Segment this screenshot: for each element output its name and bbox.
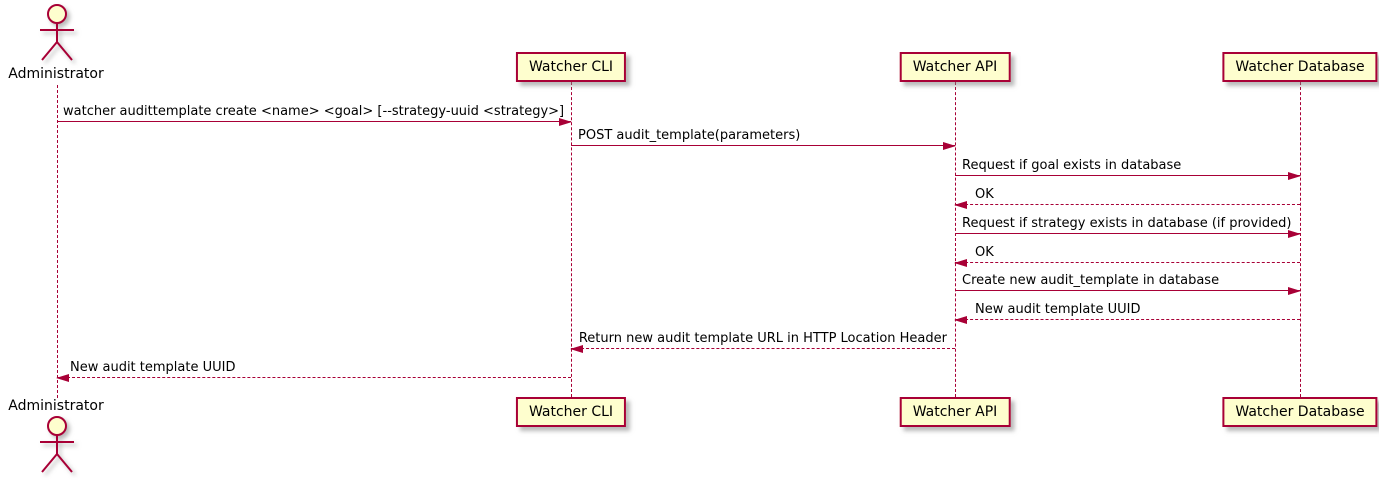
arrowhead-icon (1288, 287, 1301, 295)
participant-label: Watcher CLI (528, 404, 614, 420)
participant-box-watcher-api-top: Watcher API (899, 52, 1011, 82)
message-7: Create new audit_template in database (955, 269, 1301, 295)
actor-icon-top (40, 4, 74, 61)
message-4: OK (954, 183, 1300, 209)
message-1: watcher audittemplate create <name> <goa… (57, 100, 572, 126)
arrowhead-icon (56, 374, 69, 382)
message-label: Return new audit template URL in HTTP Lo… (578, 331, 947, 346)
participant-box-watcher-database-bottom: Watcher Database (1222, 397, 1378, 427)
message-6: OK (954, 241, 1300, 267)
participant-label: Watcher Database (1235, 59, 1365, 75)
message-line (955, 233, 1300, 234)
message-8: New audit template UUID (954, 298, 1300, 324)
actor-label-top: Administrator (8, 66, 104, 82)
message-label: POST audit_template(parameters) (578, 128, 801, 143)
actor-label-bottom: Administrator (8, 398, 104, 414)
message-label: watcher audittemplate create <name> <goa… (63, 104, 565, 119)
message-line (955, 204, 1300, 205)
arrowhead-icon (559, 118, 572, 126)
message-label: New audit template UUID (70, 360, 236, 375)
arrowhead-icon (943, 142, 956, 150)
lifeline-administrator (57, 85, 58, 398)
lifeline-watcher-api (955, 82, 956, 397)
message-2: POST audit_template(parameters) (571, 124, 956, 150)
message-label: OK (975, 245, 994, 260)
message-9: Return new audit template URL in HTTP Lo… (570, 327, 955, 353)
message-line (955, 262, 1300, 263)
participant-box-watcher-cli-top: Watcher CLI (515, 52, 627, 82)
participant-label: Watcher Database (1235, 404, 1365, 420)
message-line (955, 175, 1300, 176)
message-line (955, 290, 1300, 291)
arrowhead-icon (954, 201, 967, 209)
message-3: Request if goal exists in database (955, 154, 1301, 180)
arrowhead-icon (954, 316, 967, 324)
message-label: Create new audit_template in database (962, 273, 1220, 288)
message-line (571, 145, 955, 146)
participant-box-watcher-database-top: Watcher Database (1222, 52, 1378, 82)
participant-label: Watcher API (912, 59, 998, 75)
message-line (57, 121, 571, 122)
arrowhead-icon (1288, 172, 1301, 180)
message-5: Request if strategy exists in database (… (955, 212, 1301, 238)
arrowhead-icon (954, 259, 967, 267)
participant-box-watcher-cli-bottom: Watcher CLI (515, 397, 627, 427)
message-line (955, 319, 1300, 320)
arrowhead-icon (570, 345, 583, 353)
participant-label: Watcher CLI (528, 59, 614, 75)
message-label: Request if goal exists in database (962, 158, 1182, 173)
message-line (571, 348, 955, 349)
message-10: New audit template UUID (56, 356, 571, 382)
message-label: New audit template UUID (975, 302, 1141, 317)
arrowhead-icon (1288, 230, 1301, 238)
participant-box-watcher-api-bottom: Watcher API (899, 397, 1011, 427)
message-label: OK (975, 187, 994, 202)
lifeline-watcher-database (1300, 82, 1301, 397)
message-label: Request if strategy exists in database (… (962, 216, 1292, 231)
participant-label: Watcher API (912, 404, 998, 420)
lifeline-watcher-cli (571, 82, 572, 397)
message-line (57, 377, 571, 378)
actor-icon-bottom (40, 416, 74, 473)
